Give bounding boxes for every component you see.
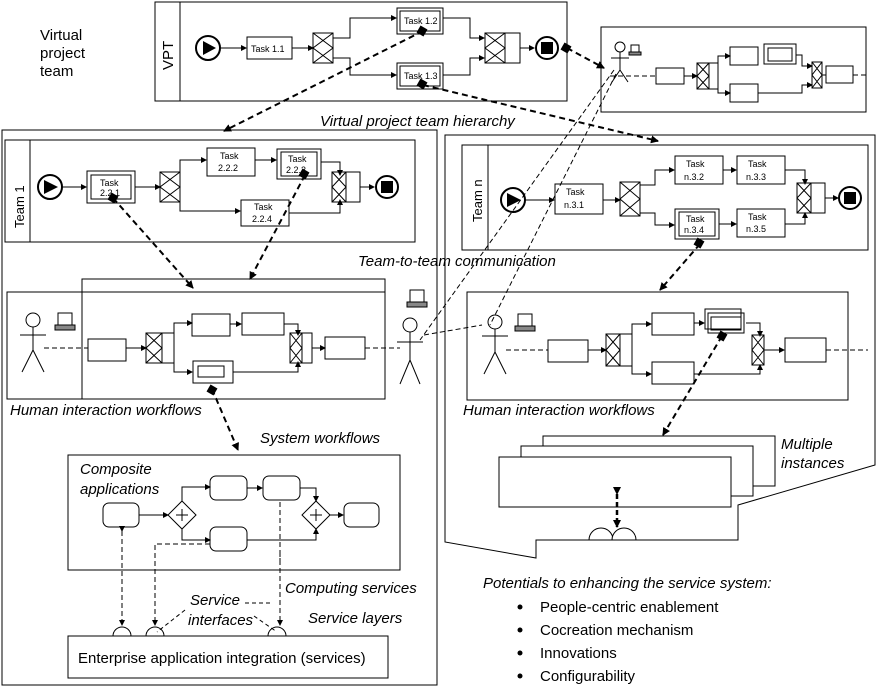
split-gateway [312,32,334,64]
task-2-2-1-label-a: Task [100,178,119,188]
task-n-3-4-label-a: Task [686,214,705,224]
vpt-human-workflow-mini [600,26,867,113]
vpt-heading-line1: Virtual [40,27,82,44]
composite-label-1: Composite [80,461,152,478]
computing-services-label: Computing services [285,580,417,597]
task-n-3-1 [554,183,604,215]
vpt-heading-line3: team [40,63,73,80]
eai-label: Enterprise application integration (serv… [78,650,366,667]
vpt-pool-label: VPT [160,41,177,70]
team1-pool-label: Team 1 [12,185,27,228]
left-human-workflow [6,278,428,400]
end-event [375,175,399,199]
system-workflows-label: System workflows [260,430,381,447]
hiw-right-label: Human interaction workflows [463,402,655,419]
task-n-3-5-label-a: Task [748,212,767,222]
computer-icon [517,313,533,327]
service-interface-1 [112,626,132,637]
task-n-3-2-label-b: n.3.2 [684,172,704,182]
stop-icon [541,42,553,54]
task-2-2-2-label-a: Task [220,151,239,161]
task-2-2-2-label-b: 2.2.2 [218,163,238,173]
task-2-2-1-label-b: 2.2.1 [100,188,120,198]
play-icon [44,180,58,194]
join-gateway [484,32,506,64]
composite-label-2: applications [80,481,160,498]
end-event [535,36,559,60]
service-interfaces-label-2: interfaces [188,612,254,629]
teamn-pool: Team n Task n.3.1 Task n.3.2 Task n.3.3 … [461,144,869,251]
team1-pool: Team 1 Task 2.2.1 Task 2.2.2 Task 2.2.3 … [4,139,416,243]
hierarchy-label: Virtual project team hierarchy [320,113,516,130]
team-to-team-lines [419,69,617,341]
person-icon [487,314,503,330]
task-1-3-label: Task 1.3 [404,71,438,81]
task-n-3-4-label-b: n.3.4 [684,225,704,235]
person-icon-left [25,312,41,328]
potentials-title: Potentials to enhancing the service syst… [483,575,772,592]
team1-container [1,129,438,686]
vpt-heading-line2: project [40,45,86,62]
computer-icon [57,312,73,326]
vpt-pool: VPT Task 1.1 Task 1.2 Task 1.3 [154,1,568,102]
multiple-label-1: Multiple [781,436,833,453]
end-event [838,186,862,210]
task-2-2-3-label-a: Task [288,154,307,164]
task-2-2-4-label-b: 2.2.4 [252,214,272,224]
task-n-3-3-label-a: Task [748,159,767,169]
task-n-3-2-label-a: Task [686,159,705,169]
task-1-2-label: Task 1.2 [404,16,438,26]
multiple-label-2: instances [781,455,845,472]
computer-icon [409,289,425,303]
potentials-item: Cocreation mechanism [540,622,693,639]
task-n-3-1-label-a: Task [566,187,585,197]
potentials-item: People-centric enablement [540,599,719,616]
team-to-team-label: Team-to-team communication [358,253,556,270]
task-2-2-3 [276,148,322,180]
eai-box [67,635,389,679]
hiw-left-label: Human interaction workflows [10,402,202,419]
task-n-3-3-label-b: n.3.3 [746,172,766,182]
person-icon-right [402,317,418,333]
service-interfaces-label-1: Service [190,592,240,609]
potentials-item: Configurability [540,668,636,685]
gateway-icon [312,32,334,64]
task-n-3-5 [736,208,786,238]
play-icon [507,193,521,207]
task-n-3-5-label-b: n.3.5 [746,224,766,234]
hierarchy-connectors [112,30,723,451]
stop-icon [381,181,393,193]
service-layers-label: Service layers [308,610,403,627]
task-2-2-4-label-a: Task [254,202,273,212]
computer-icon [630,44,640,53]
multiple-instances: Multiple instances [498,435,845,508]
teamn-pool-label: Team n [470,179,485,222]
task-1-1-label: Task 1.1 [251,44,285,54]
play-icon [203,41,216,55]
composite-applications: Composite applications [67,454,401,571]
task-2-2-3-label-b: 2.2.3 [286,165,306,175]
potentials-item: Innovations [540,645,617,662]
service-interface-2 [145,626,165,637]
task-n-3-1-label-b: n.3.1 [564,200,584,210]
stop-icon [844,192,856,204]
task-2-2-2 [206,147,256,177]
right-human-workflow [466,291,868,401]
person-icon [614,41,626,53]
task-1-3 [396,62,444,90]
service-interface-3 [267,626,287,637]
